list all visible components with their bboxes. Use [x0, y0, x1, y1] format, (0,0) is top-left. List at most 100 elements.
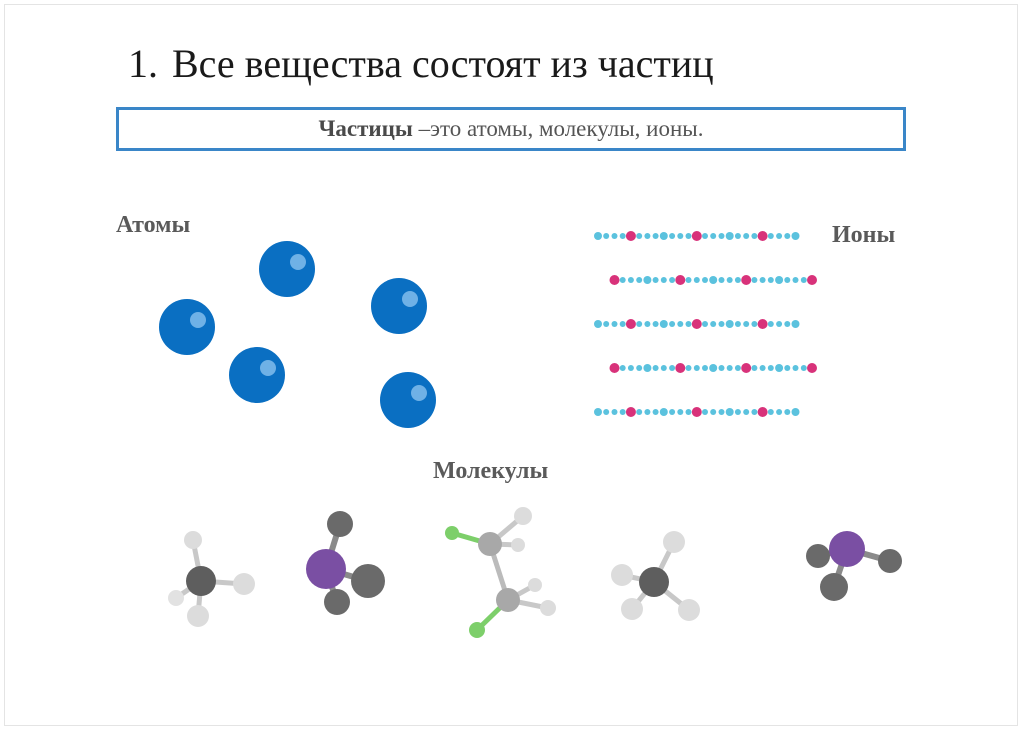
anion	[734, 321, 741, 327]
cation	[675, 275, 686, 285]
anion	[669, 365, 676, 371]
title-text: Все вещества состоят из частиц	[172, 41, 714, 86]
anion	[693, 365, 700, 371]
anion	[726, 277, 733, 283]
anion	[718, 365, 725, 371]
anion	[734, 277, 741, 283]
cation	[691, 407, 702, 417]
anion	[791, 232, 800, 240]
anion	[685, 233, 692, 239]
anion	[767, 321, 774, 327]
atoms-label: Атомы	[116, 212, 191, 238]
cation	[609, 363, 620, 373]
anion	[776, 233, 783, 239]
anion	[611, 321, 618, 327]
anion	[800, 277, 807, 283]
anion	[627, 277, 634, 283]
anion	[611, 409, 618, 415]
anion	[660, 277, 667, 283]
anion	[784, 409, 791, 415]
anion	[751, 321, 758, 327]
anion	[652, 365, 659, 371]
anion	[725, 408, 734, 416]
anion	[767, 233, 774, 239]
anion	[702, 365, 708, 371]
cation	[757, 231, 768, 241]
atom	[371, 278, 427, 334]
anion	[685, 277, 692, 283]
slide-frame	[4, 4, 1018, 726]
anion	[702, 321, 708, 327]
anion	[751, 365, 758, 371]
cation	[807, 275, 817, 285]
anion	[751, 409, 758, 415]
cation	[609, 275, 620, 285]
anion	[792, 365, 799, 371]
anion	[702, 277, 708, 283]
molecule-methane-1	[168, 531, 255, 627]
slide-title: 1.Все вещества состоят из частиц	[128, 40, 714, 87]
anion	[718, 233, 725, 239]
cation	[625, 319, 636, 329]
anion	[652, 409, 659, 415]
ions-label: Ионы	[832, 222, 896, 248]
anion	[652, 277, 659, 283]
anion	[725, 320, 734, 328]
anion	[784, 365, 791, 371]
anion	[791, 320, 800, 328]
anion	[603, 409, 610, 415]
anion	[659, 408, 668, 416]
anion	[751, 233, 758, 239]
atom	[229, 347, 285, 403]
anion	[636, 277, 643, 283]
anion	[627, 365, 634, 371]
molecules-label: Молекулы	[433, 458, 549, 484]
anion	[710, 233, 717, 239]
anion	[743, 321, 750, 327]
anion	[644, 409, 651, 415]
anion	[619, 321, 626, 327]
anion	[652, 233, 659, 239]
anion	[636, 321, 643, 327]
anion	[677, 409, 684, 415]
atom	[159, 299, 215, 355]
anion	[759, 365, 766, 371]
anion	[660, 365, 667, 371]
anion	[759, 277, 766, 283]
anion	[709, 364, 718, 372]
anion	[718, 277, 725, 283]
anion	[619, 277, 626, 283]
anion	[659, 232, 668, 240]
definition-term: Частицы	[318, 116, 413, 141]
anion	[718, 321, 725, 327]
anion	[594, 232, 602, 240]
anion	[784, 233, 791, 239]
anion	[734, 409, 741, 415]
anion	[652, 321, 659, 327]
anion	[726, 365, 733, 371]
anion	[784, 277, 791, 283]
anion	[669, 233, 676, 239]
anion	[659, 320, 668, 328]
anion	[702, 409, 708, 415]
cation	[807, 363, 817, 373]
cation	[675, 363, 686, 373]
anion	[685, 365, 692, 371]
anion	[669, 277, 676, 283]
anion	[603, 233, 610, 239]
anion	[734, 365, 741, 371]
cation	[741, 275, 752, 285]
anion	[643, 364, 652, 372]
anion	[677, 321, 684, 327]
anion	[743, 409, 750, 415]
anion	[767, 277, 774, 283]
anion	[677, 233, 684, 239]
anion	[669, 409, 676, 415]
anion	[767, 365, 774, 371]
anion	[603, 321, 610, 327]
anion	[594, 320, 602, 328]
anion	[594, 408, 602, 416]
